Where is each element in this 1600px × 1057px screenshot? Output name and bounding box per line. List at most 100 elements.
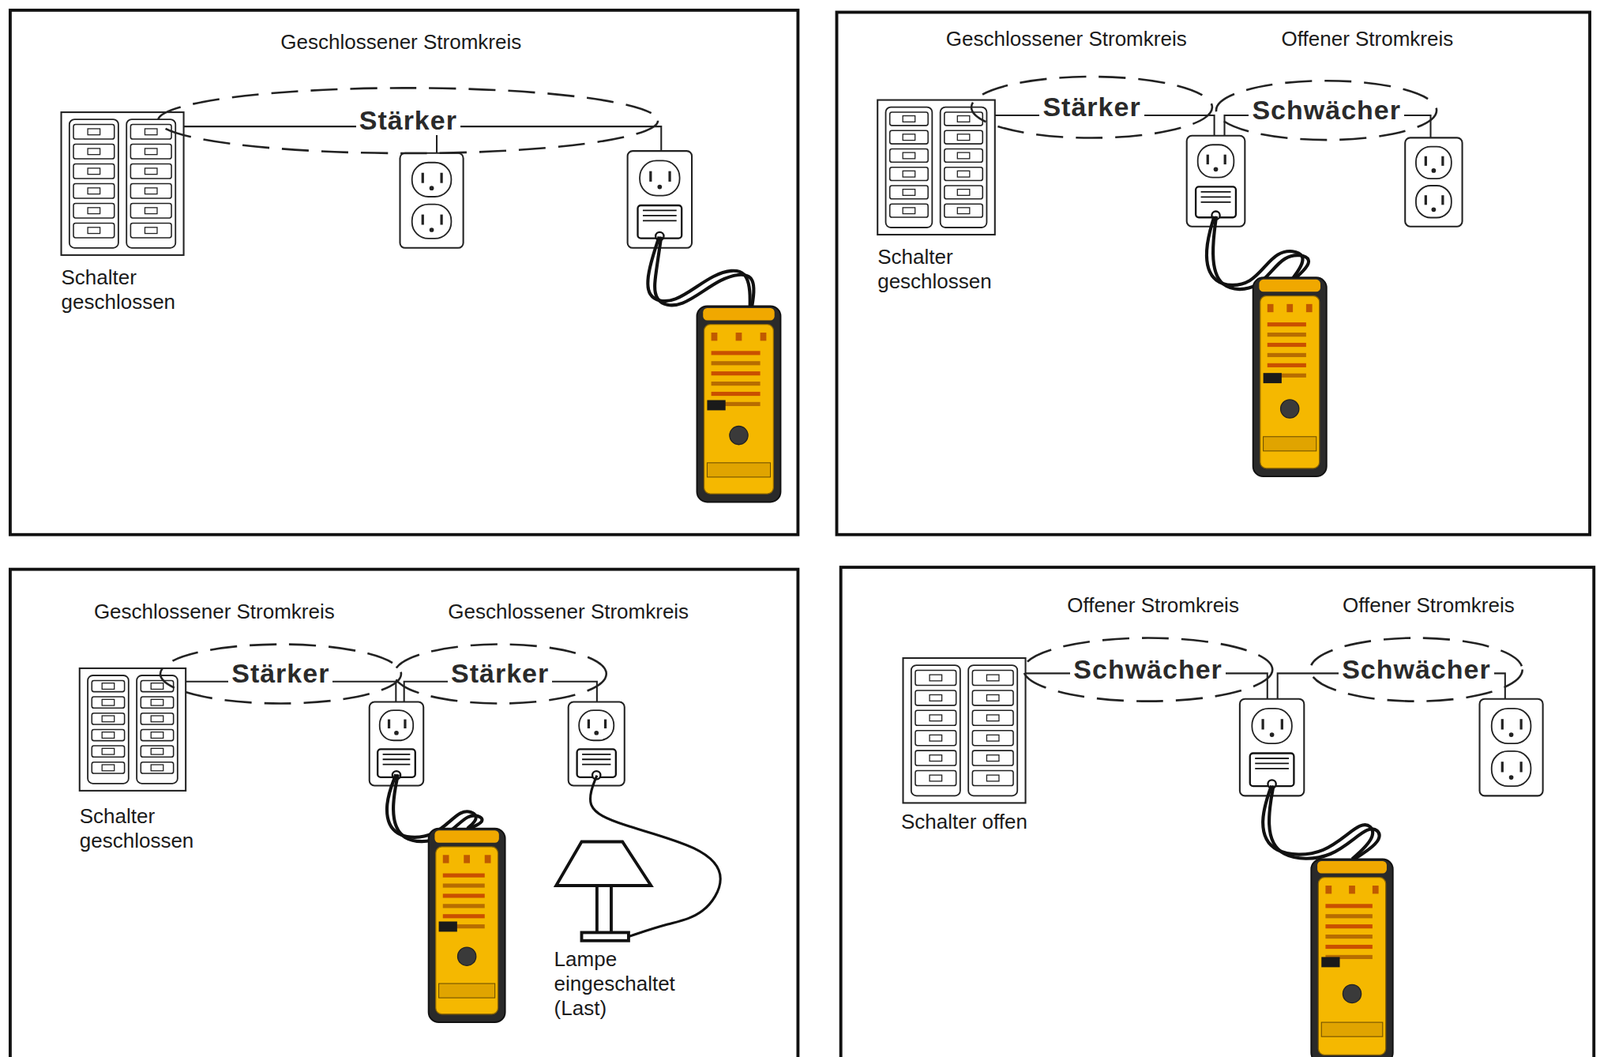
lamp: [555, 841, 651, 940]
breaker-column: [87, 675, 129, 784]
breaker-toggle: [87, 227, 101, 234]
circuit-zone: Geschlossener StromkreisStärker: [394, 600, 607, 704]
breaker: [91, 762, 124, 774]
slot: [668, 171, 671, 182]
indicator-row: [711, 360, 761, 365]
ground-hole: [1269, 732, 1275, 737]
breaker: [130, 144, 172, 160]
breaker-toggle: [986, 734, 1000, 741]
breaker: [972, 690, 1014, 706]
outlet-plate: [1186, 135, 1246, 227]
spec-patch: [439, 983, 496, 998]
tester-top: [1317, 860, 1387, 873]
breaker-toggle: [986, 714, 1000, 722]
indicator-row: [1267, 332, 1307, 337]
breaker: [944, 130, 983, 144]
lamp-shade: [555, 841, 651, 886]
indicator-row: [443, 913, 485, 918]
receptacle-face: [1491, 708, 1532, 744]
indicator-row: [711, 391, 761, 396]
slot: [439, 214, 443, 226]
led: [1286, 304, 1293, 312]
brand-patch: [1263, 372, 1282, 384]
breaker: [915, 750, 957, 766]
breaker-toggle: [929, 734, 943, 741]
outlet-plate: [400, 153, 464, 248]
slot: [1441, 156, 1444, 166]
breaker: [915, 770, 957, 786]
lamp-stem: [597, 885, 612, 934]
slot: [387, 719, 391, 729]
panel-frame: [10, 10, 798, 535]
breaker: [944, 112, 983, 126]
receptacle-face: [578, 709, 614, 740]
breaker: [944, 149, 983, 163]
breaker-panel: [61, 112, 185, 256]
breaker-toggle: [101, 715, 115, 722]
ground-hole: [593, 730, 599, 736]
breaker-toggle: [87, 207, 101, 215]
breaker-toggle: [957, 116, 970, 123]
breaker: [73, 222, 115, 238]
breaker-column: [968, 664, 1018, 796]
led: [1348, 885, 1356, 894]
outlet-plate: [568, 702, 625, 786]
breaker-column: [886, 107, 933, 228]
indicator-row: [1267, 342, 1307, 347]
slot: [587, 719, 590, 729]
slot: [1520, 718, 1523, 729]
plug-grip: [582, 753, 611, 755]
breaker-toggle: [144, 128, 158, 136]
circuit-tester: [1253, 277, 1327, 477]
dial: [458, 946, 477, 966]
plug-grip: [642, 219, 677, 222]
circuit-zone: Offener StromkreisSchwächer: [1023, 593, 1273, 702]
receptacle-face: [1415, 146, 1452, 179]
indicator-row: [1267, 353, 1307, 357]
tester-cord: [654, 236, 754, 307]
indicator-row: [1325, 923, 1372, 928]
spec-patch: [1321, 1021, 1383, 1037]
tester-housing: [1253, 277, 1327, 477]
breaker: [890, 167, 928, 181]
outlet-plate: [369, 702, 424, 786]
led: [1372, 885, 1379, 894]
receptacle-face: [1198, 144, 1235, 177]
dashed-ellipse: [1310, 638, 1523, 702]
breaker-toggle: [986, 774, 1000, 782]
breaker: [972, 709, 1014, 725]
ground-hole: [1431, 168, 1437, 173]
breaker-toggle: [986, 674, 1000, 681]
slot: [421, 214, 425, 226]
breaker-toggle: [929, 754, 943, 762]
breaker: [972, 770, 1014, 786]
indicator-row: [1325, 934, 1372, 939]
outlet: [1404, 137, 1462, 226]
breaker: [73, 183, 115, 199]
breaker: [890, 130, 928, 144]
circuit-state: Geschlossener Stromkreis: [946, 27, 1187, 52]
breaker: [73, 202, 115, 218]
breaker-toggle: [144, 207, 158, 215]
signal-strength: Stärker: [447, 658, 553, 688]
breaker-toggle: [902, 116, 916, 123]
led: [1325, 885, 1332, 894]
breaker: [140, 696, 173, 708]
slot: [1424, 195, 1428, 205]
led: [484, 854, 492, 863]
receptacle-face: [379, 709, 414, 740]
panel-box: [61, 112, 185, 256]
led: [760, 332, 767, 341]
circuit-zone: Geschlossener StromkreisStärker: [157, 30, 658, 154]
slot: [1261, 718, 1264, 729]
breaker-toggle: [150, 715, 164, 722]
breaker-label: Schalter geschlossen: [61, 265, 177, 315]
breaker-toggle: [150, 732, 164, 739]
breaker: [915, 690, 957, 706]
breaker-label: Schalter offen: [901, 809, 1028, 834]
ground-hole: [429, 185, 435, 191]
breaker: [130, 222, 172, 238]
breaker: [915, 670, 957, 686]
breaker-toggle: [957, 134, 970, 141]
